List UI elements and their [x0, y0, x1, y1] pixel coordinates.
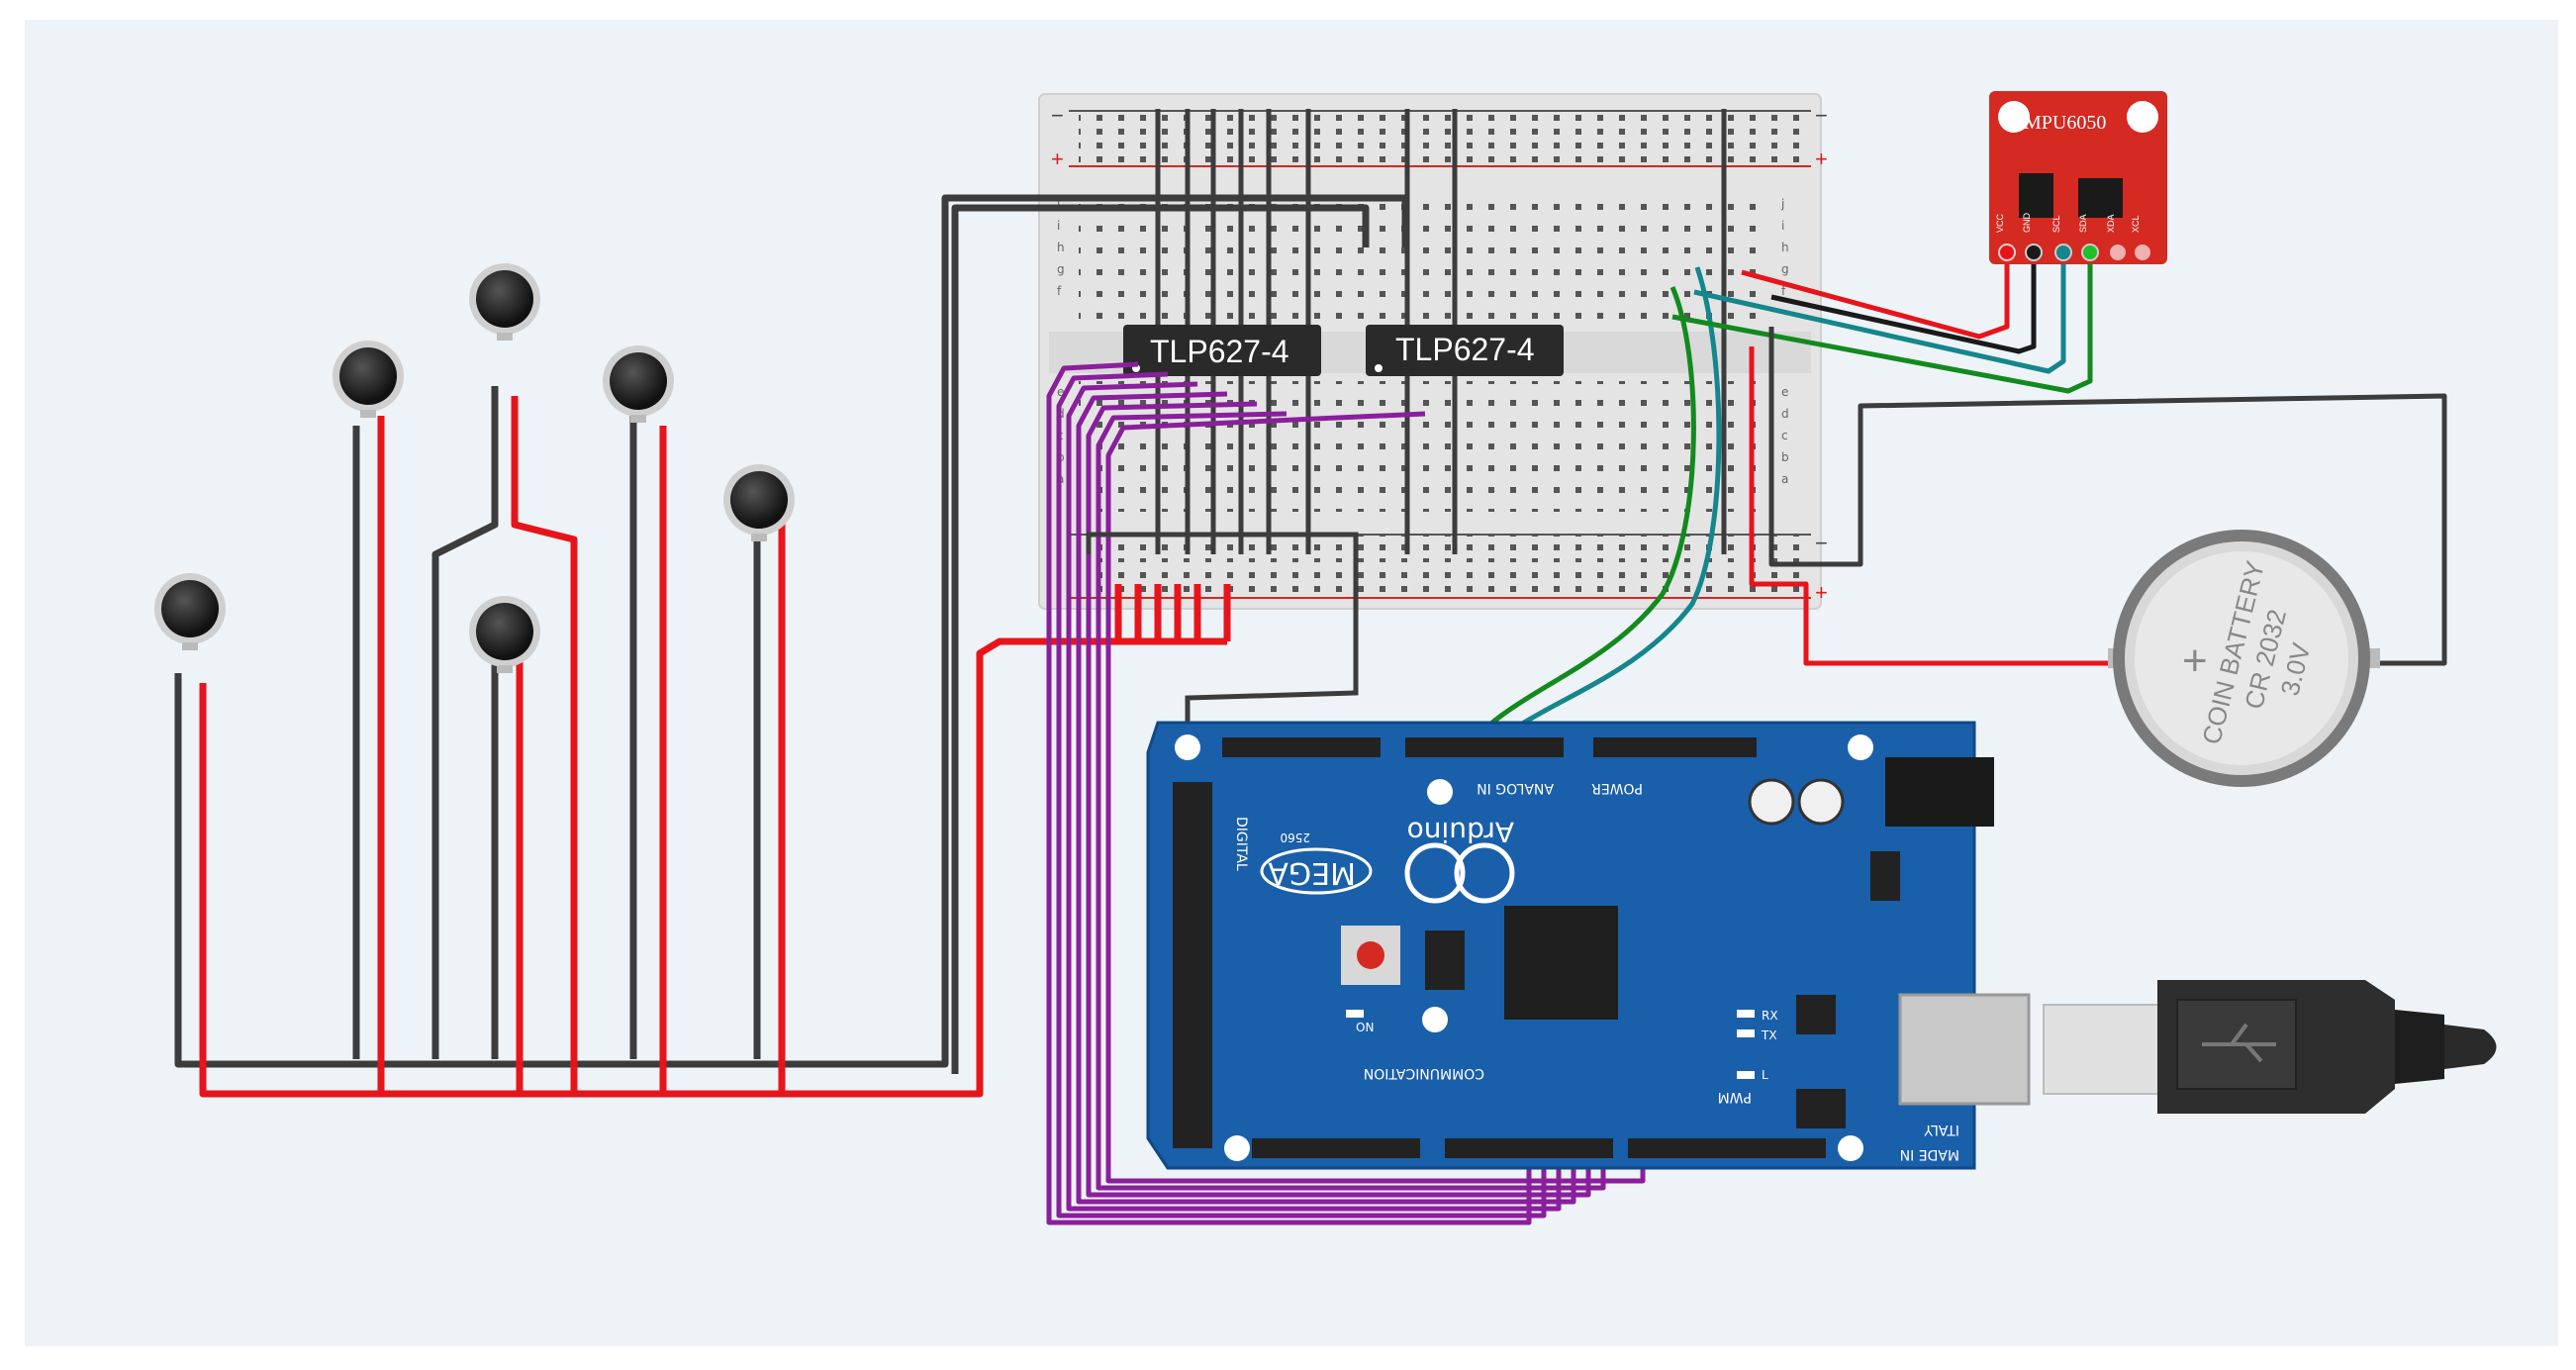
bb-top-minus: −: [1051, 103, 1064, 128]
mpu-pin-label: SCL: [2051, 215, 2061, 233]
vibration-motor: [469, 263, 540, 341]
bb-top-plus-r: +: [1815, 147, 1828, 171]
black-gnd-to-arduino: [1086, 532, 1359, 733]
bb-bottom-plus: +: [1815, 580, 1828, 605]
arduino-mega-board: Arduino MEGA 2560 ANALOG IN POWER DIGITA…: [1146, 721, 2031, 1170]
optocoupler-chip-2: TLP627-4: [1366, 325, 1564, 376]
vibration-motor: [469, 596, 540, 673]
digital-label: DIGITAL: [1233, 817, 1249, 871]
vibration-motor: [723, 464, 795, 541]
bb-row-letter: a: [1781, 472, 1788, 486]
red-power-bus: [199, 396, 1231, 1098]
bb-row-letter: i: [1057, 219, 1060, 233]
l-led-label: L: [1762, 1068, 1768, 1082]
mpu6050-sensor: MPU6050 VCC GND SCL SDA XDA XCL: [1989, 91, 2167, 264]
coin-battery: + COIN BATTERY CR 2032 3.0V: [2108, 530, 2380, 787]
battery-plus: +: [2182, 636, 2208, 685]
bb-row-letter: i: [1781, 219, 1784, 233]
italy-label: ITALY: [1924, 1122, 1959, 1137]
mpu-pin-label: XCL: [2131, 215, 2141, 233]
arduino-name: Arduino: [1407, 816, 1514, 848]
bb-top-plus: +: [1051, 147, 1064, 171]
bb-row-letter: g: [1781, 262, 1789, 276]
power-label: POWER: [1591, 780, 1643, 796]
pwm-label: PWM: [1718, 1089, 1752, 1105]
bb-top-minus-r: −: [1815, 103, 1828, 128]
on-label: ON: [1356, 1021, 1374, 1034]
mpu-pin-label: VCC: [1995, 213, 2005, 233]
vibration-motors: [154, 263, 795, 673]
teal-wire-analog: [1482, 266, 1722, 754]
bb-row-letter: e: [1057, 385, 1064, 399]
rx-label: RX: [1762, 1009, 1778, 1023]
bb-row-letter: j: [1056, 197, 1060, 211]
bb-row-letter: h: [1781, 241, 1789, 254]
bb-row-letter: f: [1781, 284, 1786, 298]
communication-label: COMMUNICATION: [1364, 1065, 1484, 1081]
mpu-pin-label: SDA: [2078, 214, 2088, 233]
chip-2-label: TLP627-4: [1395, 332, 1535, 367]
made-in-label: MADE IN: [1900, 1146, 1959, 1162]
bb-bottom-minus: −: [1815, 531, 1828, 555]
vibration-motor: [603, 345, 674, 423]
bb-row-letter: b: [1781, 450, 1789, 464]
bb-row-letter: j: [1780, 197, 1784, 211]
arduino-model-num: 2560: [1280, 831, 1310, 844]
sensor-wires: [1671, 247, 2447, 666]
analog-in-label: ANALOG IN: [1477, 780, 1554, 796]
bb-row-letter: d: [1781, 407, 1789, 421]
chip-1-label: TLP627-4: [1150, 334, 1289, 369]
usb-icon: [2202, 1023, 2276, 1063]
bb-row-letter: h: [1057, 241, 1065, 254]
bb-row-letter: f: [1057, 284, 1062, 298]
mpu-pin-label: GND: [2022, 213, 2032, 234]
bb-row-letter: c: [1781, 429, 1788, 442]
vibration-motor: [154, 573, 226, 650]
usb-cable: [2043, 980, 2497, 1114]
green-wire-analog: [1462, 286, 1696, 754]
mpu-pin-row: VCC GND SCL SDA XDA XCL: [1995, 213, 2141, 234]
vibration-motor: [333, 341, 404, 418]
mpu6050-label: MPU6050: [2024, 112, 2106, 134]
arduino-model: MEGA: [1268, 855, 1356, 890]
bb-row-letter: e: [1781, 385, 1788, 399]
optocoupler-chip-1: TLP627-4: [1123, 325, 1321, 376]
bb-row-letter: g: [1057, 262, 1065, 276]
black-ground-bus: [174, 194, 1409, 1074]
purple-signal-wires: [1046, 361, 1646, 1225]
tx-label: TX: [1761, 1028, 1777, 1042]
mpu-pin-label: XDA: [2106, 214, 2116, 233]
